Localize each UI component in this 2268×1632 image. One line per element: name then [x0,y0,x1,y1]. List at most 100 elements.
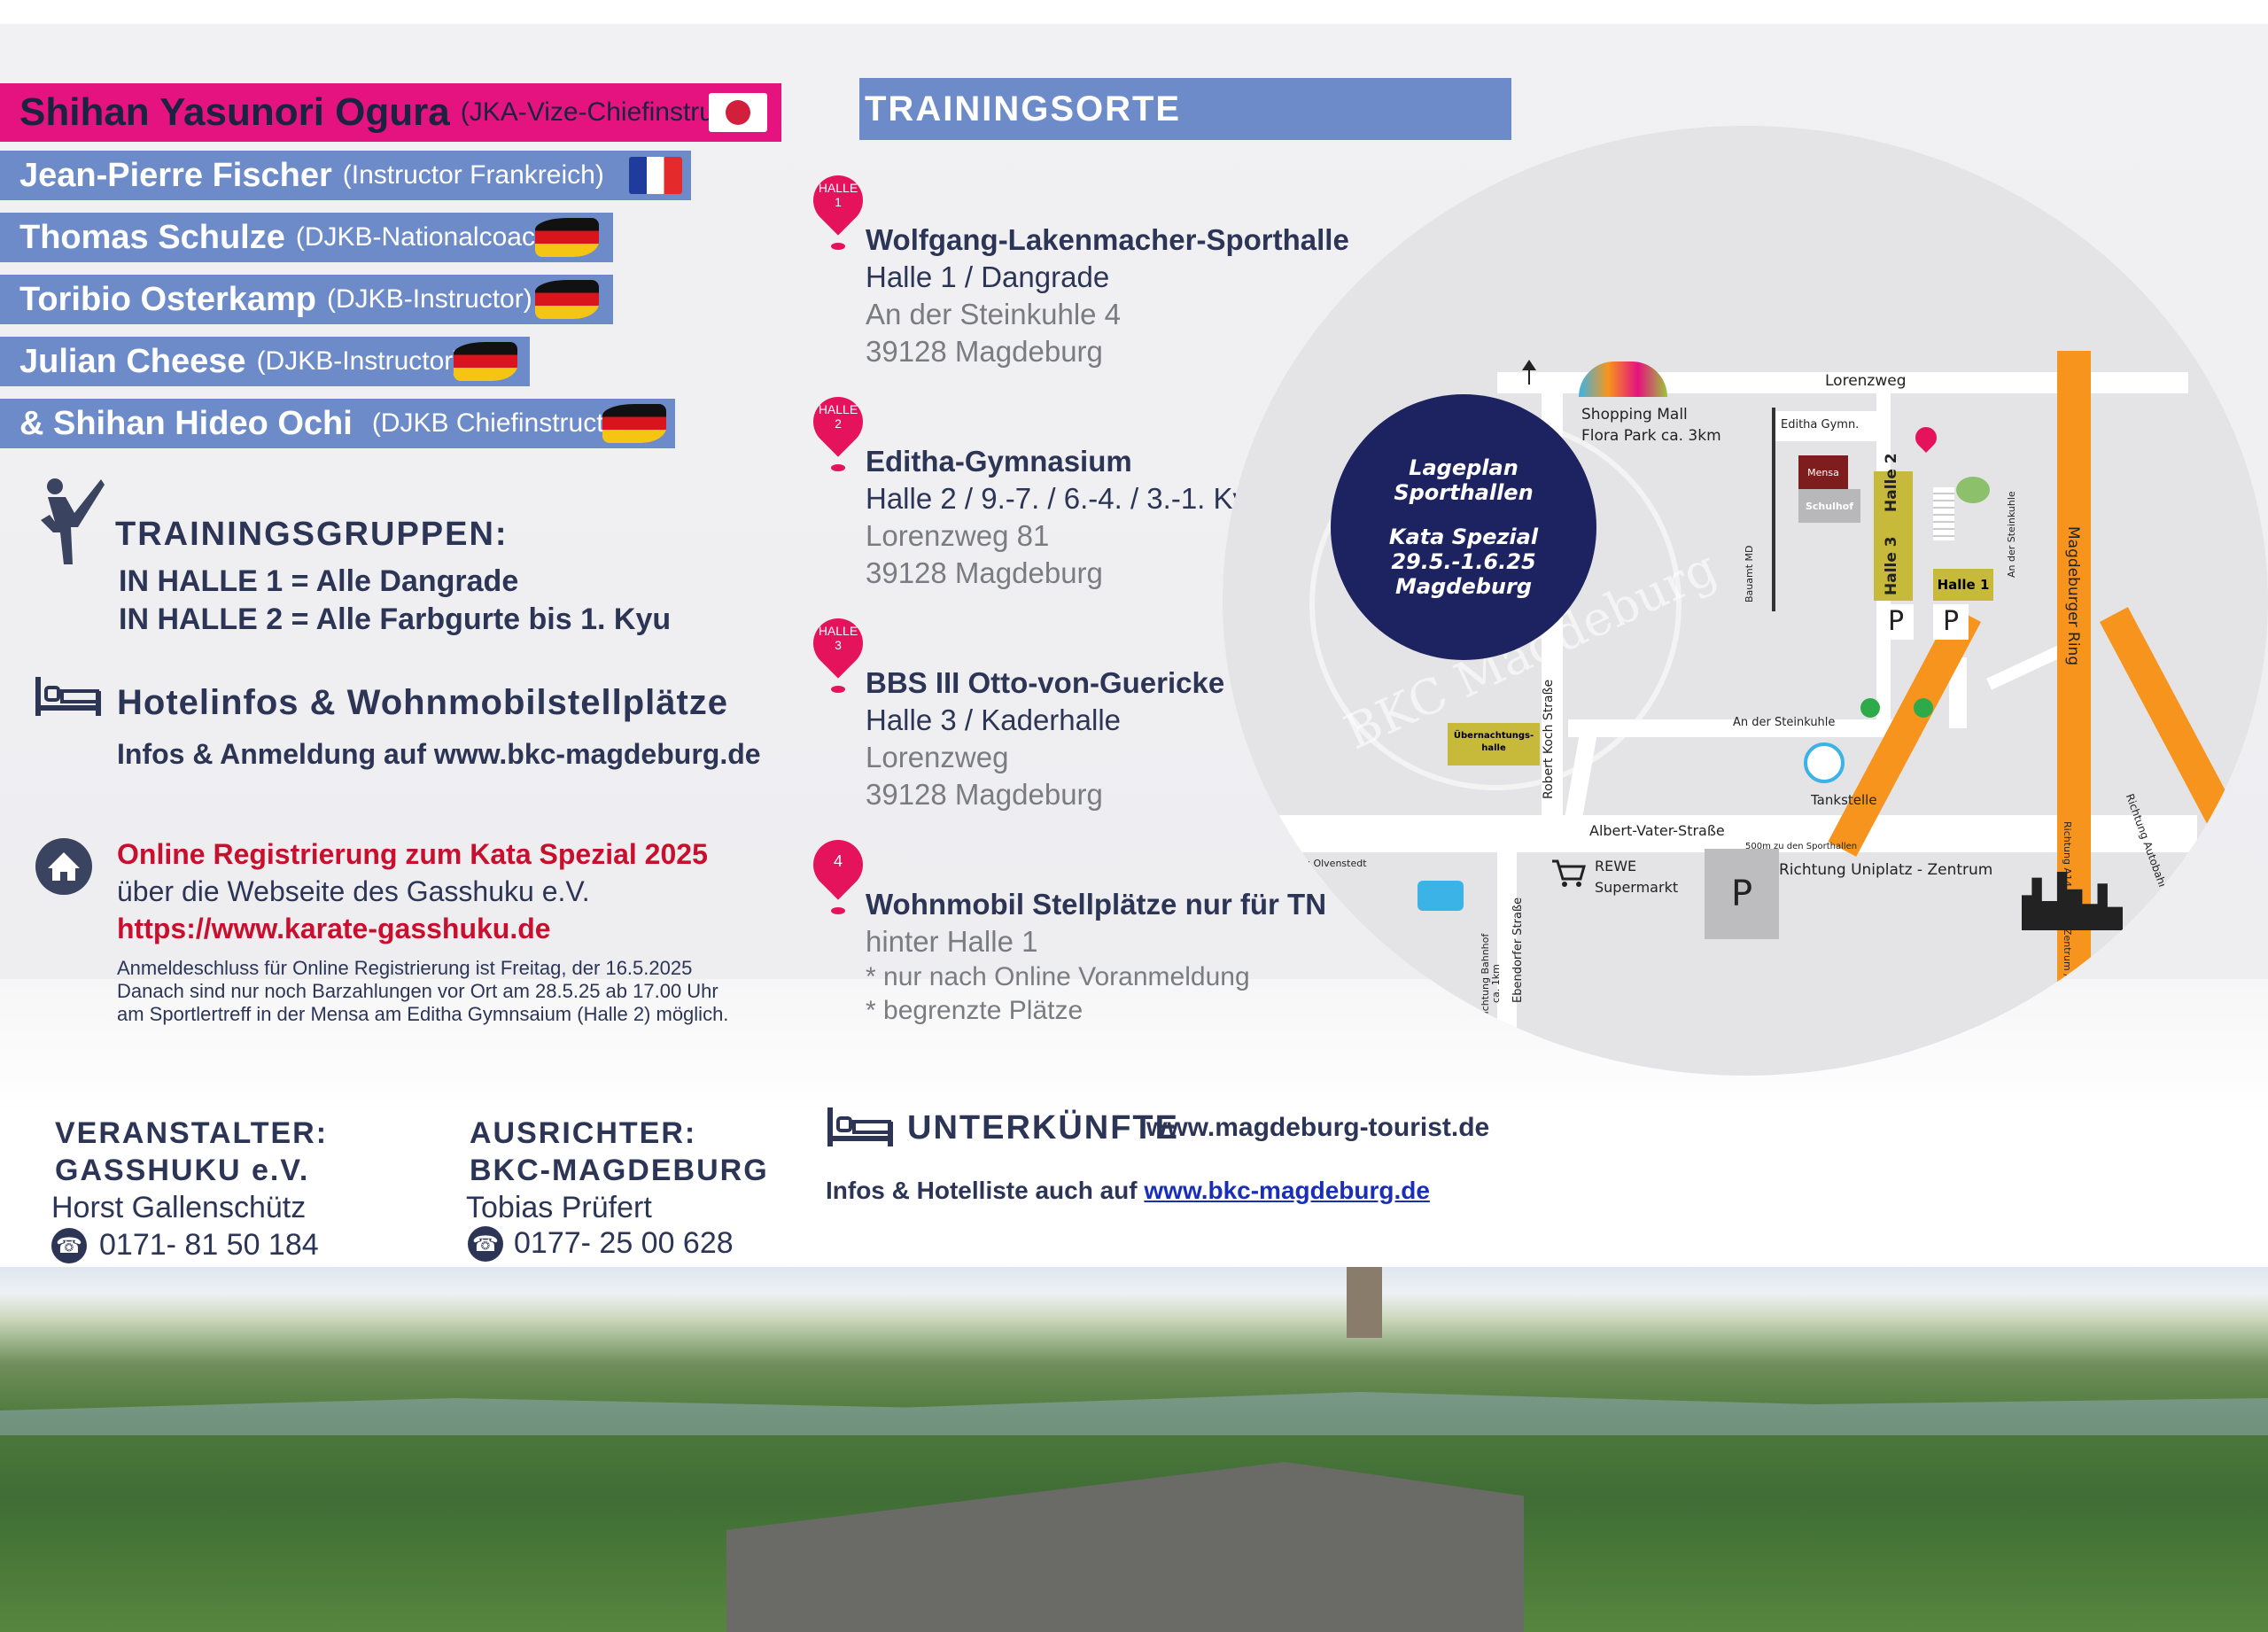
city-panorama-photo [0,1267,2268,1632]
karate-kick-icon [41,478,105,564]
fuel-icon [1804,742,1845,783]
veranstalter-org: GASSHUKU e.V. [55,1154,310,1187]
registration-title: Online Registrierung zum Kata Spezial 20… [117,838,708,870]
site-map: BKC Magdeburg Magdeburger Ring Richtung … [1223,126,2268,1076]
entrance-icon [1860,698,1880,718]
ring-ramp-east [2100,607,2245,842]
label-mall: Shopping Mall [1581,406,1688,424]
unterkuenfte-link[interactable]: www.bkc-magdeburg.de [1144,1177,1430,1204]
label-halle-1: Halle 1 [1937,577,1990,593]
ausrichter-person: Tobias Prüfert [466,1191,652,1224]
germany-flag-icon [535,280,599,319]
hotel-title: Hotelinfos & Wohnmobilstellplätze [117,683,729,722]
label-lorenzweg: Lorenzweg [1825,372,1907,390]
badge-line-5: Magdeburg [1395,574,1532,599]
registration-note-3: am Sportlertreff in der Mensa am Editha … [117,1003,729,1025]
label-500m: 500m zu den Sporthallen [1745,842,1858,851]
parking-label: P [1942,606,1960,637]
badge-line-2: Sporthallen [1394,480,1534,505]
editha-box [1774,411,1880,441]
phone-icon: ☎ [51,1228,87,1263]
instructor-name: Toribio Osterkamp [19,280,317,318]
germany-flag-icon [602,404,666,443]
germany-flag-icon [454,342,517,381]
instructor-name: & Shihan Hideo Ochi [19,404,353,442]
mensa-building: Mensa [1798,455,1848,489]
location-halle-1: Wolfgang-Lakenmacher-Sporthalle Halle 1 … [866,221,1349,370]
veranstalter-person: Horst Gallenschütz [51,1191,307,1224]
location-subtitle: Halle 2 / 9.-7. / 6.-4. / 3.-1. Kyu [866,482,1264,515]
unterkuenfte-text: Infos & Hotelliste auch auf [826,1177,1145,1204]
spacer [1630,392,1639,400]
location-title: BBS III Otto-von-Guericke [866,666,1225,699]
registration-link[interactable]: https://www.karate-gasshuku.de [117,913,551,944]
instructor-role: (Instructor Frankreich) [342,160,604,190]
phone-icon: ☎ [468,1226,503,1262]
label-bahnhof-distance: ca. 1km [1490,964,1502,1003]
groups-line-2: IN HALLE 2 = Alle Farbgurte bis 1. Kyu [119,602,672,636]
location-halle-2: Editha-Gymnasium Halle 2 / 9.-7. / 6.-4.… [866,443,1263,592]
unterkuenfte-title: UNTERKÜNFTE [907,1109,1179,1146]
location-note-2: * begrenzte Plätze [866,996,1084,1025]
label-supermarkt: Supermarkt [1595,879,1679,896]
location-city: 39128 Magdeburg [866,556,1103,589]
location-city: 39128 Magdeburg [866,335,1103,368]
label-mensa: Mensa [1807,466,1839,478]
groups-line-1: IN HALLE 1 = Alle Dangrade [119,564,519,598]
label-steinkuhle: An der Steinkuhle [1733,716,1836,729]
badge-line-1: Lageplan [1409,455,1518,480]
label-albert-vater: Albert-Vater-Straße [1589,822,1725,839]
pin-4-icon [1911,423,1941,464]
schulhof-area: Schulhof [1798,489,1860,523]
shopping-cart-icon [1550,858,1586,890]
entrance-icon [1914,698,1933,718]
location-street: Lorenzweg [866,741,1009,773]
location-subtitle: hinter Halle 1 [866,925,1038,958]
fence-line [1772,408,1775,611]
instructor-bar-schulze: Thomas Schulze (DJKB-Nationalcoach) [0,213,613,262]
label-steinkuhle-vertical: An der Steinkuhle [2006,491,2017,578]
cathedral-shape [1347,1267,1382,1338]
label-ring: Magdeburger Ring [2064,526,2082,666]
label-uniplatz: Richtung Uniplatz - Zentrum [1779,861,1993,879]
unterkuenfte-site[interactable]: www.magdeburg-tourist.de [1146,1113,1490,1142]
instructor-name: Jean-Pierre Fischer [19,156,332,194]
parking-label: P [1887,606,1905,637]
france-flag-icon [629,157,682,194]
label-schulhof: Schulhof [1805,500,1854,512]
road-steinkuhle [1568,719,1896,737]
home-icon [35,838,92,895]
label-bauamt: Bauamt MD [1744,545,1755,603]
ausrichter-phone[interactable]: 0177- 25 00 628 [514,1226,734,1260]
label-ebendorfer: Ebendorfer Straße [1511,897,1525,1003]
instructor-bar-cheese: Julian Cheese (DJKB-Instructor) [0,337,530,386]
map-badge: Lageplan Sporthallen Kata Spezial 29.5.-… [1331,394,1596,660]
river-shape [0,1392,2268,1435]
bed-icon [35,677,101,716]
location-city: 39128 Magdeburg [866,778,1103,811]
label-uebernachtung-1: Übernachtungs- [1453,731,1534,741]
location-title: Editha-Gymnasium [866,445,1132,478]
location-subtitle: Halle 3 / Kaderhalle [866,703,1122,736]
arrow-up-icon [1515,358,1543,386]
bed-icon [827,1107,893,1146]
instructor-name: Julian Cheese [19,342,246,380]
germany-flag-icon [535,218,599,257]
location-street: An der Steinkuhle 4 [866,298,1122,330]
uebernachtungshalle: Übernachtungs- halle [1448,723,1540,765]
parking-lines [1933,487,1954,540]
label-halle-2: Halle 2 [1883,453,1900,512]
location-note-1: * nur nach Online Voranmeldung [866,962,1250,991]
parking-lot: P [1705,849,1779,939]
parking-label: P [1730,874,1753,914]
badge-line-3: Kata Spezial [1388,525,1539,549]
instructor-name: Shihan Yasunori Ogura [19,90,450,134]
hotel-text: Infos & Anmeldung auf www.bkc-magdeburg.… [117,738,761,770]
groups-title: TRAININGSGRUPPEN: [115,516,509,553]
label-rewe: REWE [1595,858,1637,874]
instructor-bar-osterkamp: Toribio Osterkamp (DJKB-Instructor) [0,275,613,324]
road-ebendorfer [1497,851,1517,1028]
veranstalter-phone[interactable]: 0171- 81 50 184 [99,1228,319,1262]
halle-1-building: Halle 1 [1933,569,1993,601]
